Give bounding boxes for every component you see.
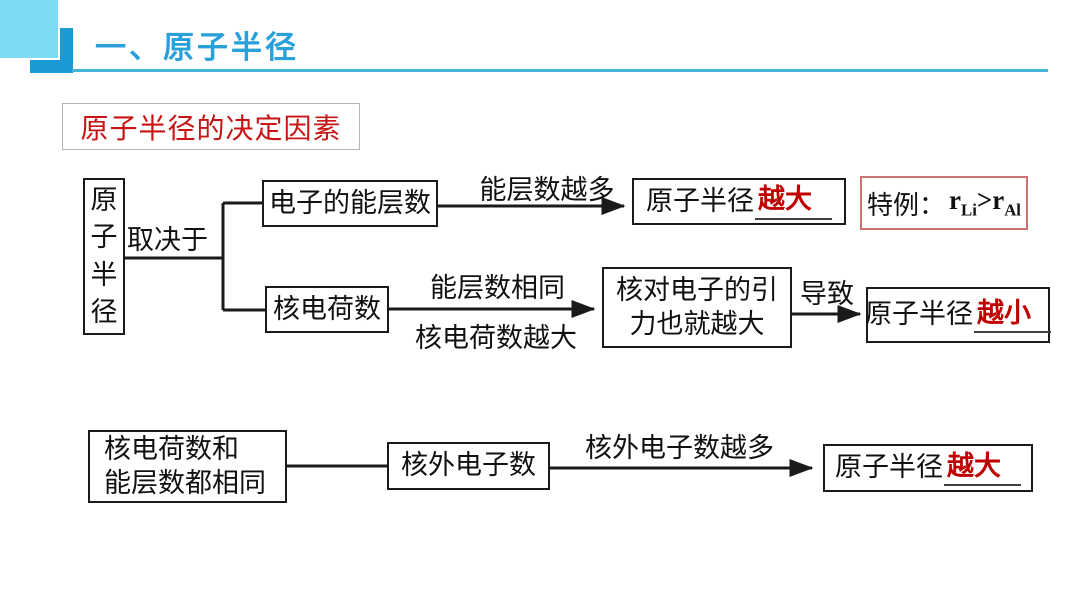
corner-bracket-horizontal xyxy=(30,60,73,73)
box-radius-smaller: 原子半径 越小 xyxy=(865,287,1051,343)
formula-r1: r xyxy=(949,185,962,216)
root-char: 径 xyxy=(90,296,118,327)
label-more-layers: 能层数越多 xyxy=(479,175,615,205)
result-value-smaller: 越小 xyxy=(974,297,1051,334)
label-depends-on: 取决于 xyxy=(127,225,208,255)
formula-sub1: Li xyxy=(961,200,977,220)
box-premise: 核电荷数和 能层数都相同 xyxy=(88,430,287,503)
result-prefix: 原子半径 xyxy=(835,452,943,483)
box-nuclear-charge: 核电荷数 xyxy=(265,286,389,333)
premise-line2: 能层数都相同 xyxy=(104,467,266,498)
result-value-bigger: 越大 xyxy=(944,450,1021,487)
special-formula: rLi>rAl xyxy=(949,185,1021,220)
box-special-case: 特例： rLi>rAl xyxy=(860,176,1028,230)
root-char: 半 xyxy=(90,259,118,290)
root-char: 子 xyxy=(90,222,118,253)
root-char: 原 xyxy=(90,185,118,215)
attraction-line2: 力也就越大 xyxy=(629,308,765,339)
box-atomic-radius-root: 原 子 半 径 xyxy=(83,178,125,335)
label-leads-to: 导致 xyxy=(800,279,854,309)
box-radius-bigger-top: 原子半径 越大 xyxy=(632,178,846,225)
formula-r2: r xyxy=(992,185,1005,216)
formula-operator: > xyxy=(976,185,993,216)
bracket-connector xyxy=(125,201,265,312)
corner-square-decoration xyxy=(0,0,58,58)
title-underline xyxy=(72,69,1048,72)
box-radius-bigger-bottom: 原子半径 越大 xyxy=(823,444,1033,492)
label-more-electrons: 核外电子数越多 xyxy=(585,433,774,463)
page-title: 一、原子半径 xyxy=(95,30,299,65)
premise-line1: 核电荷数和 xyxy=(104,433,239,464)
result-prefix: 原子半径 xyxy=(865,299,973,330)
label-bigger-charge: 核电荷数越大 xyxy=(415,323,577,353)
box-energy-layers: 电子的能层数 xyxy=(262,180,438,227)
result-prefix: 原子半径 xyxy=(646,185,754,216)
special-label: 特例： xyxy=(867,190,946,220)
formula-sub2: Al xyxy=(1004,200,1021,220)
section-label: 原子半径的决定因素 xyxy=(62,103,360,150)
box-attraction: 核对电子的引 力也就越大 xyxy=(602,267,792,348)
label-same-layers: 能层数相同 xyxy=(430,273,565,303)
attraction-line1: 核对电子的引 xyxy=(616,274,778,305)
box-outer-electrons: 核外电子数 xyxy=(387,442,550,490)
result-value-bigger: 越大 xyxy=(755,183,832,220)
